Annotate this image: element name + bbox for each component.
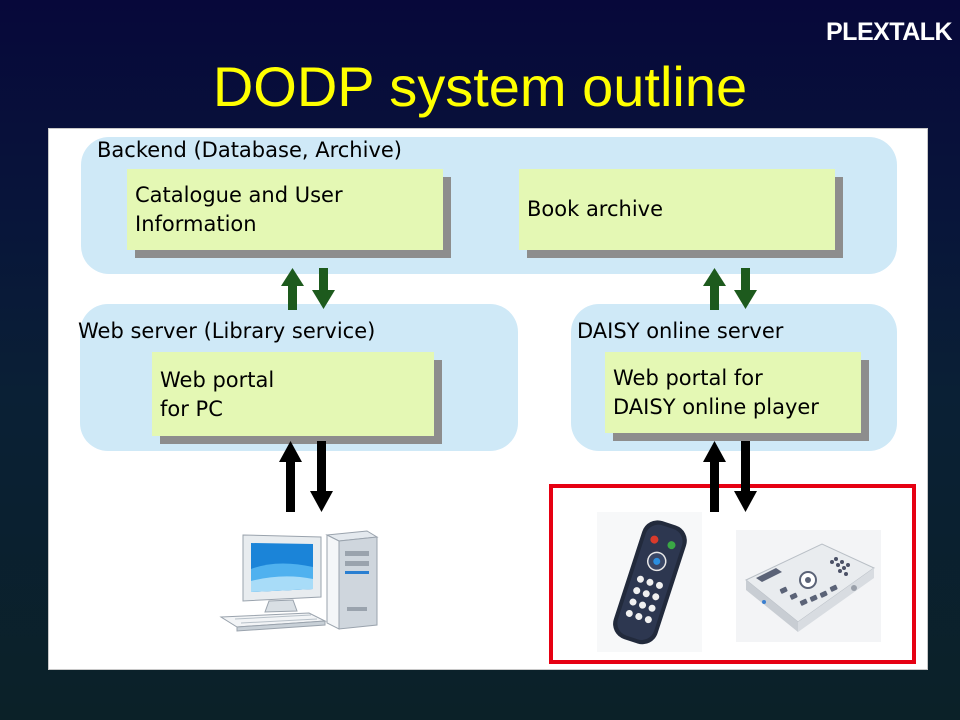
diagram-panel: Backend (Database, Archive) Catalogue an… — [48, 128, 928, 670]
arrow-up-to-backend-right — [703, 268, 726, 310]
arrow-up-to-backend-left — [281, 268, 304, 310]
catalogue-line-2: Information — [135, 212, 257, 236]
arrow-down-from-backend-right — [734, 268, 757, 309]
catalogue-line-1: Catalogue and User — [135, 183, 343, 207]
web-portal-daisy-line-2: DAISY online player — [613, 395, 819, 419]
plextalk-logo: PLEXTALK — [826, 14, 953, 50]
arrow-down-from-backend-left — [312, 268, 335, 309]
catalogue-user-info-box: Catalogue and User Information — [127, 169, 443, 250]
slide-title: DODP system outline — [212, 55, 748, 118]
web-portal-daisy-box: Web portal for DAISY online player — [605, 352, 861, 433]
arrow-up-from-players — [703, 441, 726, 512]
arrow-up-from-pc — [279, 441, 302, 512]
daisy-players-highlight-frame — [549, 484, 916, 664]
arrow-down-to-players — [734, 441, 757, 512]
desktop-player-image — [736, 530, 881, 642]
remote-player-image — [597, 512, 702, 652]
logo-text: PLEXTALK — [826, 18, 953, 46]
remote-control-icon — [613, 520, 687, 645]
arrow-down-to-pc — [310, 441, 333, 512]
book-archive-label: Book archive — [527, 197, 664, 221]
web-portal-pc-line-1: Web portal — [160, 368, 275, 392]
web-portal-pc-box: Web portal for PC — [152, 352, 434, 436]
daisy-server-label: DAISY online server — [577, 319, 784, 343]
backend-label: Backend (Database, Archive) — [97, 138, 402, 162]
desktop-daisy-player-icon — [745, 543, 875, 632]
web-portal-pc-line-2: for PC — [160, 397, 223, 421]
desktop-pc-icon — [219, 530, 379, 632]
web-portal-daisy-line-1: Web portal for — [613, 366, 763, 390]
web-server-label: Web server (Library service) — [78, 319, 376, 343]
book-archive-box: Book archive — [519, 169, 835, 250]
